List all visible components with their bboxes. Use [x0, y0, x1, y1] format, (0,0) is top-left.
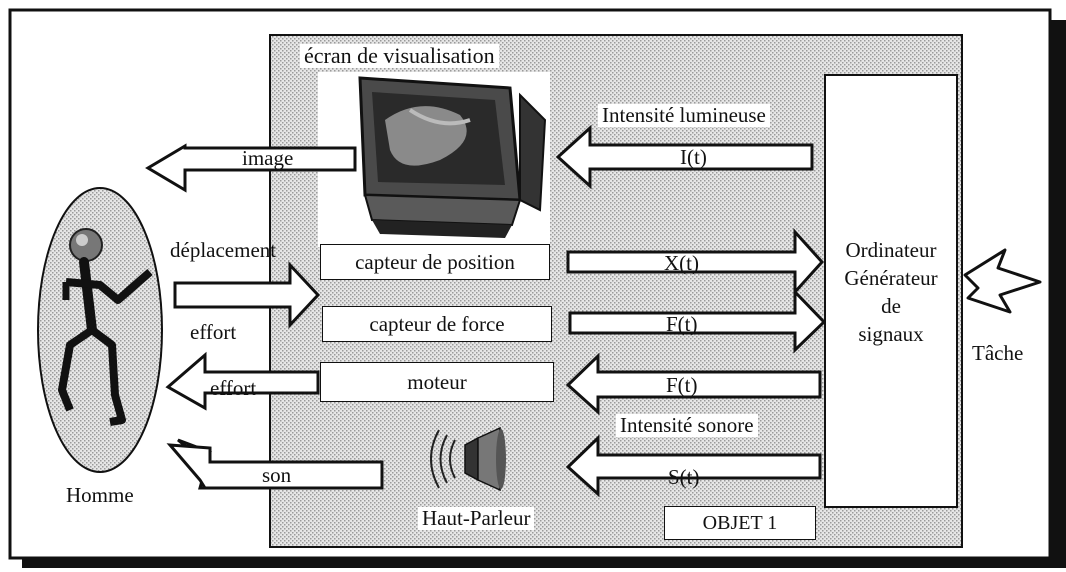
- image-label: image: [242, 146, 294, 170]
- displacement-label: déplacement: [170, 238, 277, 262]
- position-signal-label: X(t): [664, 251, 699, 275]
- position-sensor-block: capteur de position: [320, 244, 550, 280]
- arrow-effort-out: [165, 351, 320, 411]
- task-label: Tâche: [972, 341, 1024, 365]
- computer-label: Ordinateur Générateur de signaux: [825, 236, 957, 348]
- arrow-image: [145, 143, 357, 193]
- arrow-position: [566, 228, 825, 296]
- human-ellipse: [37, 187, 163, 473]
- human-label: Homme: [66, 483, 134, 507]
- arrow-motor: [565, 352, 822, 416]
- motor-block: moteur: [320, 362, 554, 402]
- speaker-label: Haut-Parleur: [418, 507, 535, 530]
- monitor-icon: [358, 76, 547, 238]
- computer-line-4: signaux: [858, 322, 924, 346]
- human-figure-icon: [58, 228, 153, 426]
- arrow-displacement: [173, 261, 321, 329]
- computer-box: [824, 74, 958, 508]
- sound-intensity-label: Intensité sonore: [616, 414, 758, 437]
- computer-line-3: de: [881, 294, 901, 318]
- sound-label: son: [262, 463, 292, 487]
- screen-label: écran de visualisation: [300, 44, 499, 68]
- sound-signal-label: S(t): [668, 465, 700, 489]
- arrow-shapes: [145, 124, 827, 498]
- light-intensity-label: Intensité lumineuse: [598, 104, 770, 127]
- force-sensor-block: capteur de force: [322, 306, 552, 342]
- arrow-sound-signal: [565, 434, 822, 498]
- object-label-box: OBJET 1: [664, 506, 816, 540]
- force-signal-label: F(t): [666, 312, 698, 336]
- task-arrow-icon: [963, 248, 1042, 314]
- arrow-light: [555, 124, 814, 190]
- motor-signal-label: F(t): [666, 373, 698, 397]
- effort-out-label: effort: [210, 376, 257, 400]
- light-signal-label: I(t): [680, 145, 707, 169]
- speaker-icon: [430, 426, 506, 492]
- computer-line-2: Générateur: [844, 266, 938, 290]
- effort-in-label: effort: [190, 320, 237, 344]
- arrow-force: [568, 288, 827, 354]
- computer-line-1: Ordinateur: [845, 238, 937, 262]
